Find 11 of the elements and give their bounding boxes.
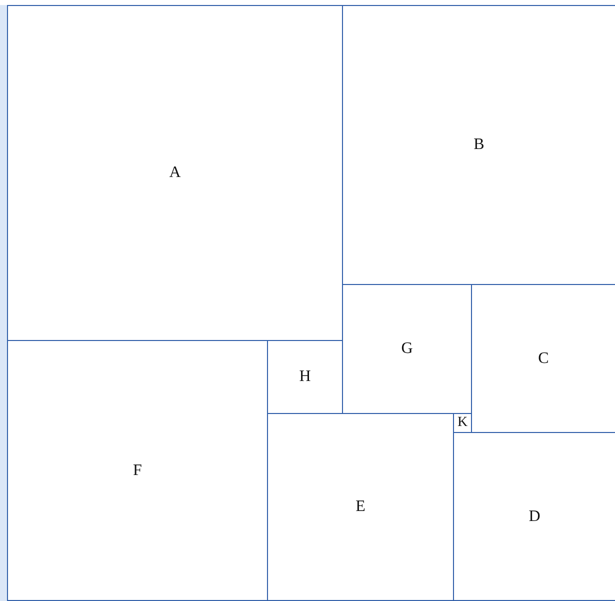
- tile-label: F: [133, 462, 142, 478]
- tile-label: D: [528, 508, 540, 524]
- tile-label: H: [299, 369, 311, 385]
- tile-label: B: [474, 137, 484, 153]
- square-tile: [7, 340, 268, 601]
- tile-label: K: [457, 416, 468, 430]
- tile-label: C: [538, 350, 549, 366]
- tile-label: A: [169, 165, 181, 181]
- tile-label: G: [401, 341, 413, 357]
- square-tile: [7, 5, 343, 341]
- tile-label: E: [356, 499, 366, 515]
